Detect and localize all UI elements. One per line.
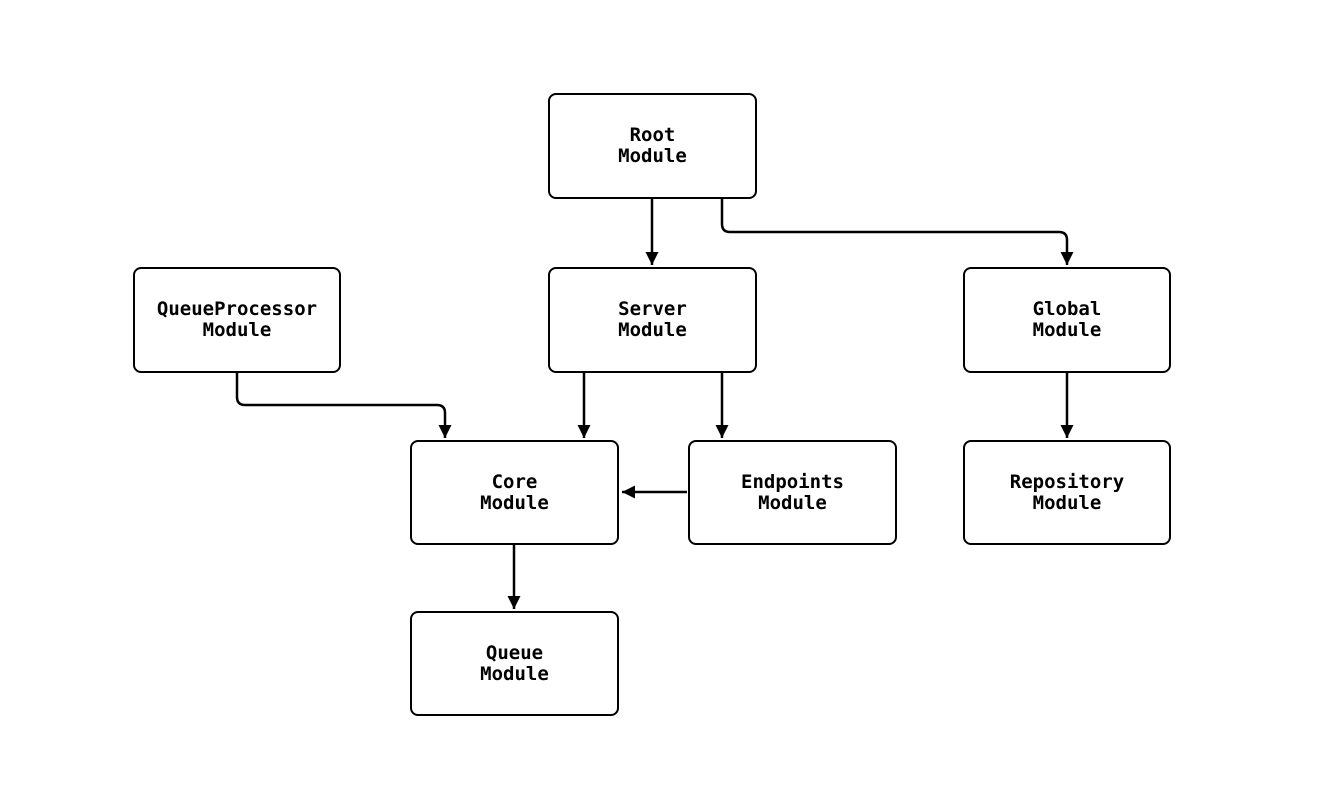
node-global-module-label: Global Module: [1032, 298, 1102, 341]
node-server-module-label: Server Module: [618, 298, 687, 341]
edge-root-to-global: [720, 199, 1074, 265]
node-core-module-label: Core Module: [480, 470, 549, 514]
node-endpoints-module-label: Endpoints Module: [741, 470, 844, 514]
edge-queueprocessor-to-core: [235, 373, 452, 438]
node-root-module-label: Root Module: [618, 124, 687, 167]
node-server-module: Server Module: [548, 267, 757, 373]
node-repository-module-label: Repository Module: [1009, 470, 1125, 514]
node-core-module: Core Module: [410, 440, 619, 545]
node-queue-module: Queue Module: [410, 611, 619, 716]
node-queueprocessor-module: QueueProcessor Module: [133, 267, 341, 373]
node-global-module: Global Module: [963, 267, 1171, 373]
node-queue-module-label: Queue Module: [480, 641, 549, 685]
node-endpoints-module: Endpoints Module: [688, 440, 897, 545]
node-root-module: Root Module: [548, 93, 757, 199]
node-queueprocessor-module-label: QueueProcessor Module: [156, 298, 318, 341]
node-repository-module: Repository Module: [963, 440, 1171, 545]
